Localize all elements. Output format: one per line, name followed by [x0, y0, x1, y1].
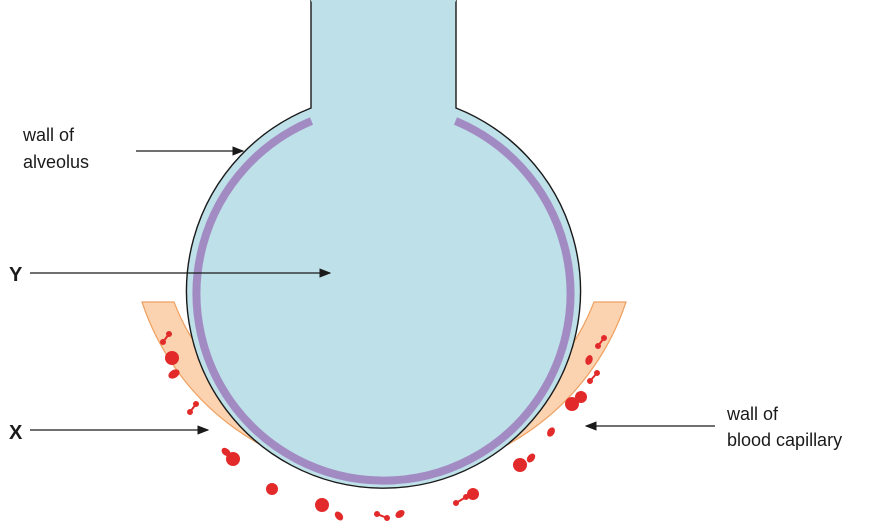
dumbbell-cell — [454, 495, 468, 505]
red-blood-cell — [315, 498, 329, 512]
label-x: X — [9, 422, 23, 444]
red-blood-cell — [266, 483, 278, 495]
red-blood-cell — [333, 510, 345, 522]
label-y: Y — [9, 264, 23, 286]
red-blood-cell — [165, 351, 179, 365]
dumbbell-cell — [375, 512, 389, 520]
label-wall-of-alveolus: wall of alveolus — [22, 125, 89, 172]
dumbbell-cell — [188, 402, 198, 414]
red-blood-cell — [394, 508, 406, 519]
red-blood-cell — [525, 452, 537, 464]
red-blood-cell — [545, 426, 556, 438]
red-blood-cell — [513, 458, 527, 472]
label-wall-of-blood-capillary: wall of blood capillary — [726, 404, 842, 450]
red-blood-cell — [575, 391, 587, 403]
red-blood-cell — [467, 488, 479, 500]
